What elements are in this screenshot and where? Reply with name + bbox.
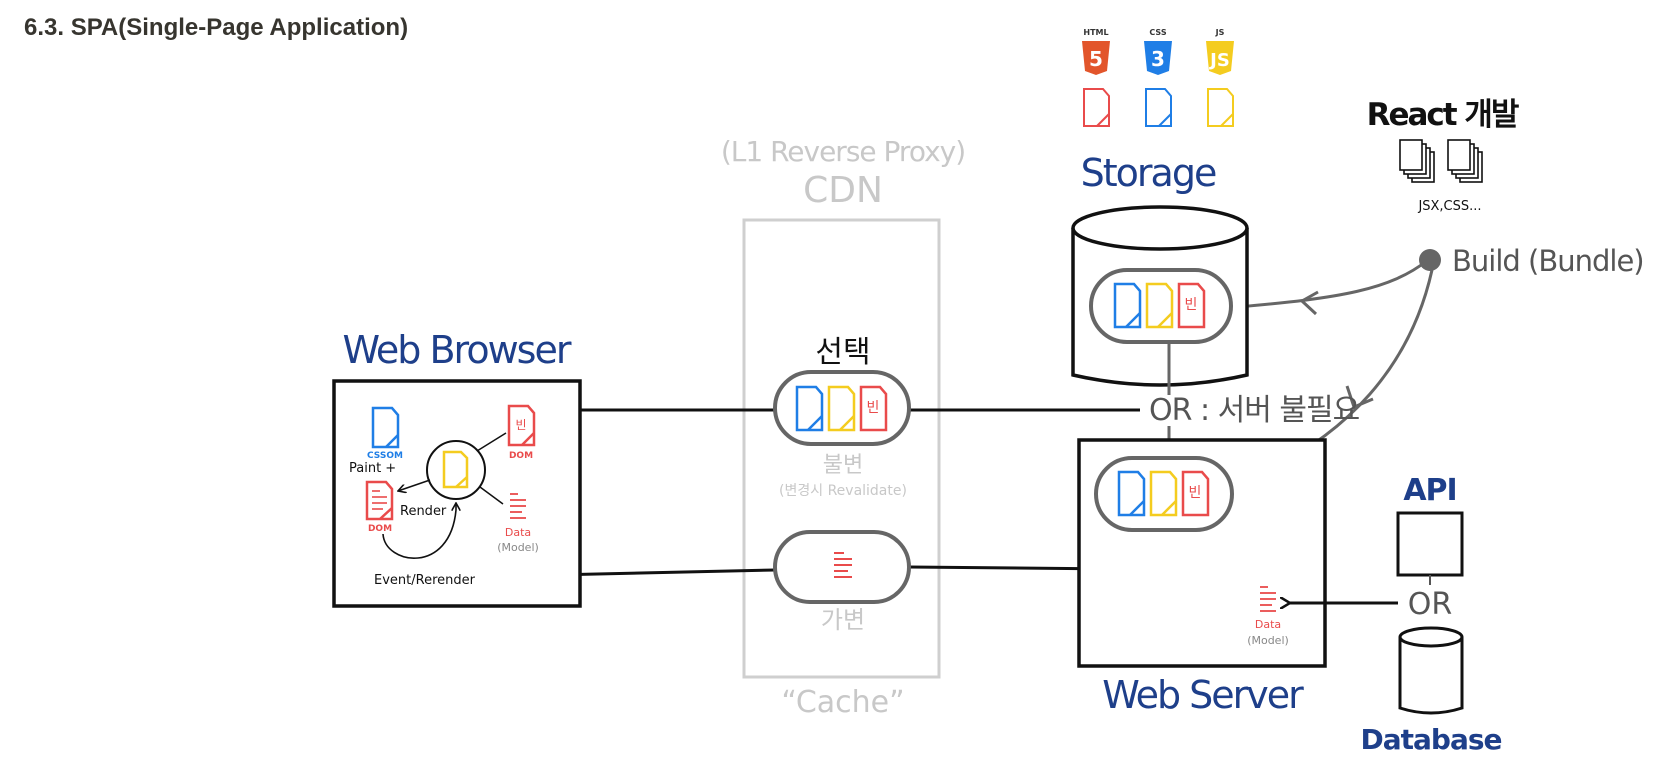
or-api-db-label: OR (1408, 587, 1452, 622)
dom-top-label: DOM (509, 451, 533, 461)
render-label: Render (400, 504, 447, 519)
paint-label: Paint + (349, 461, 396, 476)
dom-left-label: DOM (368, 524, 392, 534)
html-file-icon (1083, 88, 1110, 127)
storage-css-file-icon (1113, 282, 1142, 329)
web-server-title: Web Server (1102, 673, 1304, 717)
web-browser: Web Browser CSSOM Paint + 빈 DOM DOM Rend… (332, 328, 582, 608)
svg-text:5: 5 (1089, 47, 1103, 71)
cdn-dynamic-caption: 가변 (821, 606, 865, 634)
server-model-label: (Model) (1247, 634, 1289, 647)
storage-built-label: 빈 (1185, 297, 1198, 313)
dom-left-file-icon (365, 480, 394, 521)
css3-logo-icon: CSS 3 (1144, 28, 1172, 75)
source-files-icon (1399, 139, 1483, 183)
cdn: (L1 Reverse Proxy) CDN “Cache” (721, 135, 966, 720)
cdn-built-label: 빈 (867, 400, 880, 416)
web-browser-title: Web Browser (343, 328, 572, 372)
render-arrow (398, 479, 431, 491)
event-rerender-label: Event/Rerender (374, 573, 476, 588)
cdn-data-doc-icon (834, 552, 852, 578)
svg-text:JS: JS (1208, 50, 1230, 71)
js-file-icon (1207, 88, 1234, 127)
storage-js-file-icon (1145, 282, 1174, 329)
cdn-dynamic-to-browser-arrow (553, 568, 776, 575)
server-html-file-icon: 빈 (1181, 470, 1210, 517)
page-heading: 6.3. SPA(Single-Page Application) (24, 14, 409, 41)
server-css-file-icon (1117, 470, 1146, 517)
html-logo-label: HTML (1083, 28, 1108, 37)
cdn-static: 선택 빈 불변 (변경시 Revalidate) (773, 335, 911, 499)
cdn-static-caption: 불변 (823, 453, 863, 478)
build-label: Build (Bundle) (1452, 244, 1644, 278)
circle-to-dom-top-line (476, 432, 507, 452)
build: Build (Bundle) (1231, 244, 1645, 488)
circle-to-data-line (479, 486, 504, 505)
storage: Storage 빈 (1071, 151, 1249, 387)
js-logo-icon: JS JS (1206, 28, 1234, 75)
database-title: Database (1360, 723, 1501, 756)
server-data-label: Data (1255, 618, 1281, 631)
cdn-footer: “Cache” (781, 685, 904, 720)
dom-top-built-label: 빈 (515, 418, 526, 432)
cdn-dynamic-bundle (773, 530, 911, 604)
api-database: API OR Database (1290, 473, 1503, 756)
css-file-icon (1145, 88, 1172, 127)
html5-logo-icon: HTML 5 (1082, 28, 1110, 75)
cdn-js-file-icon (827, 385, 856, 432)
svg-text:3: 3 (1151, 47, 1165, 71)
storage-html-file-icon: 빈 (1177, 282, 1206, 329)
storage-title: Storage (1081, 151, 1216, 195)
cdn-title: CDN (803, 170, 883, 211)
js-logo-label: JS (1215, 28, 1225, 37)
browser-data-doc-icon (510, 493, 526, 519)
cdn-static-note: (변경시 Revalidate) (779, 483, 907, 499)
cssom-label: CSSOM (367, 451, 403, 461)
cdn-box (742, 218, 941, 679)
react-dev: React 개발 JSX,CSS... (1367, 97, 1521, 214)
cdn-css-file-icon (795, 385, 824, 432)
cdn-subtitle: (L1 Reverse Proxy) (721, 135, 965, 168)
api-box (1396, 511, 1464, 577)
cdn-static-label: 선택 (815, 335, 870, 370)
or-serverless-label: OR : 서버 불필요 (1149, 393, 1360, 428)
web-server: 빈 Data (Model) Web Server (1077, 438, 1327, 717)
server-data-doc-icon (1260, 586, 1276, 612)
api-title: API (1403, 473, 1456, 508)
css-logo-label: CSS (1149, 28, 1166, 37)
react-dev-files: JSX,CSS... (1417, 199, 1481, 214)
js-center-file-icon (442, 450, 469, 489)
browser-data-label: Data (505, 526, 531, 539)
server-js-file-icon (1149, 470, 1178, 517)
react-dev-title: React 개발 (1367, 97, 1519, 133)
server-built-label: 빈 (1189, 485, 1202, 501)
build-to-storage-line (1237, 258, 1429, 309)
cdn-html-file-icon: 빈 (859, 385, 888, 432)
browser-model-label: (Model) (497, 541, 539, 554)
build-node (1419, 249, 1441, 271)
database-cylinder (1398, 637, 1464, 715)
cdn-dynamic: 가변 (773, 530, 911, 634)
tech-logos: HTML 5 CSS 3 JS JS (1082, 28, 1234, 127)
cssom-file-icon (371, 406, 400, 449)
dom-top-file-icon: 빈 (507, 404, 536, 447)
event-rerender-arrow (382, 503, 456, 559)
